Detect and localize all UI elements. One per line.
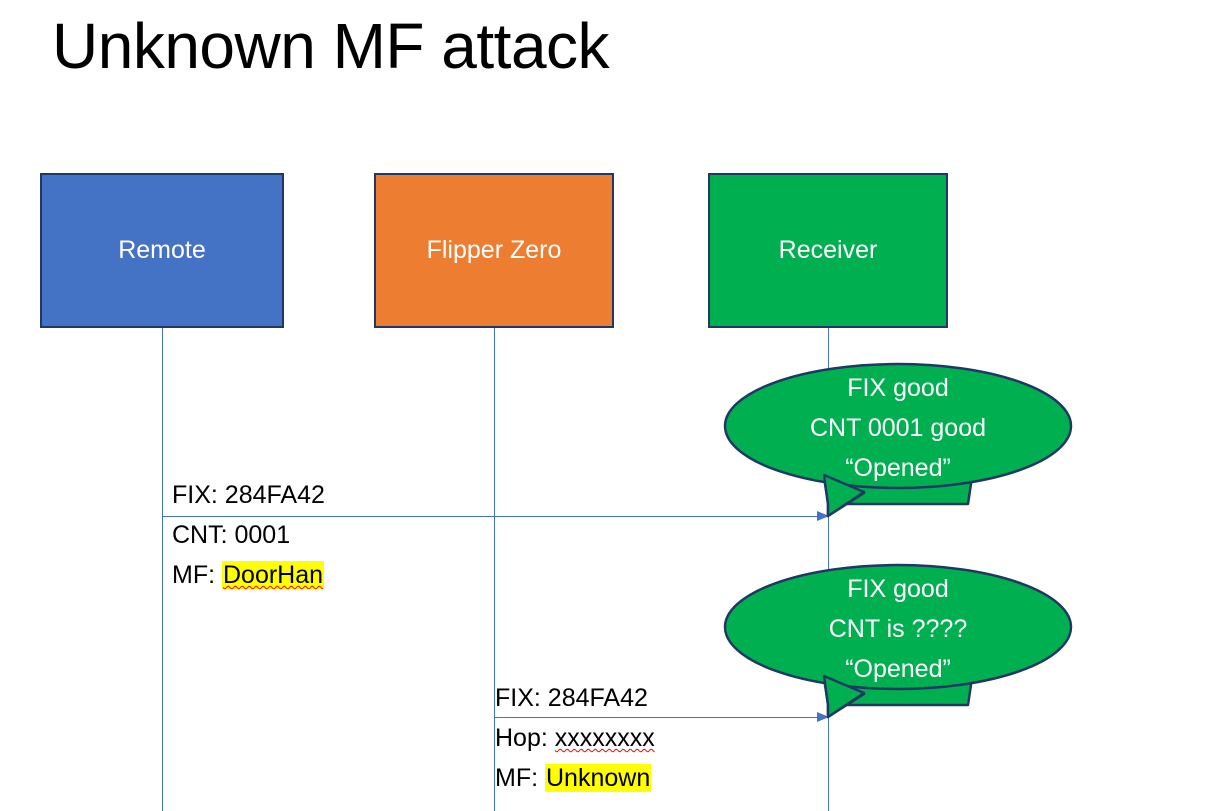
message-line-value-spellchecked: xxxxxxxx — [554, 724, 655, 752]
message-line-prefix: CNT: — [172, 521, 235, 549]
speech-bubble-shape — [723, 362, 1073, 518]
speech-bubble-1[interactable]: FIX good CNT 0001 good “Opened” — [723, 362, 1073, 518]
lifeline-flipper — [494, 328, 495, 811]
message-line-value-highlighted: DoorHan — [222, 561, 325, 589]
message-line-value: 0001 — [234, 521, 291, 549]
message-line: CNT: 0001 — [172, 515, 325, 555]
message-line-prefix: MF: — [172, 561, 222, 589]
speech-bubble-2[interactable]: FIX good CNT is ???? “Opened” — [723, 563, 1073, 719]
message-line-value-highlighted: Unknown — [545, 764, 652, 792]
message-line-prefix: Hop: — [495, 724, 555, 752]
message-line-prefix: FIX: — [495, 684, 548, 712]
message-line: MF: DoorHan — [172, 555, 325, 595]
actor-label-receiver: Receiver — [778, 235, 878, 264]
speech-bubble-shape — [723, 563, 1073, 719]
message-line: MF: Unknown — [495, 758, 655, 798]
message-line-prefix: FIX: — [172, 481, 225, 509]
actor-box-flipper[interactable]: Flipper Zero — [374, 173, 614, 328]
message-line: FIX: 284FA42 — [495, 678, 655, 718]
message-line-prefix: MF: — [495, 764, 545, 792]
actor-label-remote: Remote — [118, 235, 206, 264]
actor-label-flipper: Flipper Zero — [426, 235, 562, 264]
message-arrow-2 — [495, 712, 829, 722]
message-line-value: 284FA42 — [224, 481, 325, 509]
message-line: FIX: 284FA42 — [172, 475, 325, 515]
page-title: Unknown MF attack — [52, 10, 610, 82]
message-arrow-1 — [163, 511, 829, 521]
message-label-2: FIX: 284FA42 Hop: xxxxxxxx MF: Unknown — [495, 678, 655, 798]
message-label-1: FIX: 284FA42 CNT: 0001 MF: DoorHan — [172, 475, 325, 595]
message-line-value: 284FA42 — [547, 684, 648, 712]
message-line: Hop: xxxxxxxx — [495, 718, 655, 758]
actor-box-remote[interactable]: Remote — [40, 173, 284, 328]
lifeline-remote — [162, 328, 163, 811]
actor-box-receiver[interactable]: Receiver — [708, 173, 948, 328]
